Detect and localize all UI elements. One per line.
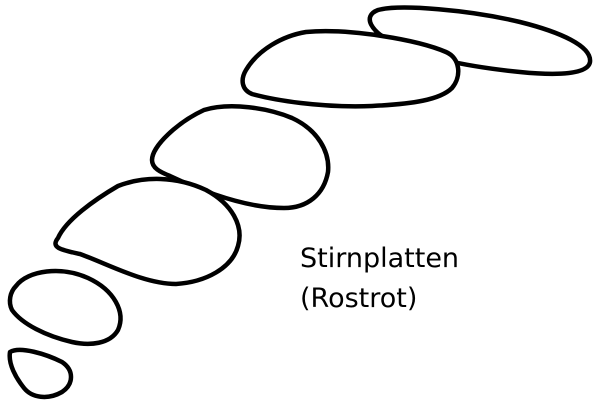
plate-2 xyxy=(240,29,461,109)
label-rostrot: (Rostrot) xyxy=(300,283,417,314)
label-stirnplatten: Stirnplatten xyxy=(300,243,459,274)
plate-6 xyxy=(7,347,74,400)
plate-3 xyxy=(149,104,331,211)
plate-5 xyxy=(7,268,123,347)
plate-4 xyxy=(53,176,242,287)
